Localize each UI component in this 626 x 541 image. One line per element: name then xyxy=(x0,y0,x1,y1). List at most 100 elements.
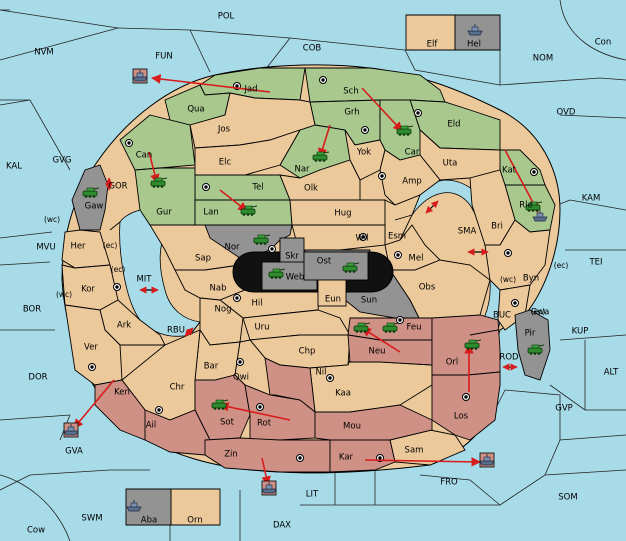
province-label-Neu: Neu xyxy=(369,347,386,357)
inner-sea-label-RBU: RBU xyxy=(167,326,185,336)
province-Byn[interactable] xyxy=(484,219,551,291)
province-label-Ost: Ost xyxy=(317,257,332,267)
army-unit-icon-Ost[interactable] xyxy=(342,262,360,273)
coast-label: (ec) xyxy=(111,265,126,274)
sea-label-LIT: LIT xyxy=(306,490,319,500)
order-arrow xyxy=(504,149,539,213)
province-label-Wil: Wil xyxy=(356,234,369,244)
province-label-Hil: Hil xyxy=(251,299,262,309)
province-label-Car: Car xyxy=(405,148,420,158)
province-label-Kaa: Kaa xyxy=(335,389,351,399)
province-label-Qua: Qua xyxy=(187,105,204,115)
coast-label: (wc) xyxy=(56,290,72,299)
province-label-Sam: Sam xyxy=(405,446,424,456)
province-label-Ver: Ver xyxy=(84,343,98,353)
province-label-Aba: Aba xyxy=(141,516,157,526)
order-arrows xyxy=(73,74,539,486)
fleet-unit-icon-GVA[interactable] xyxy=(63,422,79,438)
province-label-Rot: Rot xyxy=(257,419,272,429)
province-label-Olk: Olk xyxy=(304,184,318,194)
province-Aba[interactable] xyxy=(125,488,172,526)
fleet-unit-icon-LIT[interactable] xyxy=(261,480,277,496)
province-label-Los: Los xyxy=(454,412,469,422)
units-layer xyxy=(63,24,548,512)
army-unit-icon-Nar[interactable] xyxy=(312,151,330,162)
army-unit-icon-Feu[interactable] xyxy=(353,322,371,333)
army-unit-icon-Orl[interactable] xyxy=(464,339,482,350)
province-label-Yok: Yok xyxy=(356,148,371,158)
passage-markers xyxy=(105,177,518,371)
province-label-Qwi: Qwi xyxy=(233,373,249,383)
province-label-Eld: Eld xyxy=(447,120,460,130)
province-label-Kor: Kor xyxy=(81,285,95,295)
province-Los[interactable] xyxy=(431,371,501,441)
province-label-Web: Web xyxy=(286,273,305,283)
province-Ver[interactable] xyxy=(64,304,123,386)
army-unit-icon-Sot[interactable] xyxy=(211,399,229,410)
province-label-Jad: Jad xyxy=(243,85,257,95)
army-unit-icon-Car[interactable] xyxy=(396,125,414,136)
province-label-Bri: Bri xyxy=(491,222,503,232)
army-unit-icon-Web[interactable] xyxy=(268,268,286,279)
fleet-unit-icon-Rle[interactable] xyxy=(532,210,548,222)
province-label-Esm: Esm xyxy=(388,232,406,242)
province-label-Zin: Zin xyxy=(224,450,238,460)
sea-label-Cow: Cow xyxy=(27,526,45,536)
province-label-Uru: Uru xyxy=(254,323,269,333)
province-Elc[interactable] xyxy=(194,129,301,176)
province-label-Rle: Rle xyxy=(519,201,533,211)
province-label-Nar: Nar xyxy=(294,165,310,175)
army-unit-icon-Nor[interactable] xyxy=(253,234,271,245)
army-unit-icon-Kat[interactable] xyxy=(525,201,543,212)
province-label-Her: Her xyxy=(70,242,86,252)
sea-label-GVG: GVG xyxy=(53,156,72,166)
inner-sea-label-SMA: SMA xyxy=(458,227,477,237)
fleet-unit-icon-FRO[interactable] xyxy=(479,452,495,468)
order-arrow xyxy=(361,87,403,132)
order-arrow xyxy=(361,327,401,353)
sea-label-OVD: OVD xyxy=(557,108,576,118)
sea-label-Con: Con xyxy=(595,38,612,48)
province-Skr-cell xyxy=(279,237,305,267)
coast-label: (ec) xyxy=(554,261,569,270)
sea-label-SWM: SWM xyxy=(81,514,102,524)
sea-label-SOM: SOM xyxy=(558,493,577,503)
army-unit-icon-Sun[interactable] xyxy=(382,322,400,333)
province-Mou[interactable] xyxy=(314,404,433,441)
province-label-Nog: Nog xyxy=(215,305,232,315)
army-unit-icon-Pir[interactable] xyxy=(527,344,545,355)
sea-label-NVM: NVM xyxy=(34,48,54,58)
province-Gwa[interactable] xyxy=(497,284,531,331)
army-unit-icon-Gur[interactable] xyxy=(150,177,168,188)
province-label-Orn: Orn xyxy=(187,516,202,526)
province-label-Grh: Grh xyxy=(344,108,359,118)
province-label-Bar: Bar xyxy=(204,362,219,372)
sea-label-GVP: GVP xyxy=(555,404,573,414)
sea-label-FRO: FRO xyxy=(440,478,458,488)
province-Kar[interactable] xyxy=(329,439,396,473)
sea-label-TEI: TEI xyxy=(588,258,602,268)
province-label-Byn: Byn xyxy=(523,274,539,284)
order-arrow xyxy=(261,457,271,486)
sea-label-BOR: BOR xyxy=(23,305,41,315)
fleet-unit-icon-FUN[interactable] xyxy=(132,68,148,84)
inner-sea-label-BUC: BUC xyxy=(493,311,511,321)
order-arrow xyxy=(219,189,248,212)
province-label-Amp: Amp xyxy=(402,177,422,187)
province-label-Ark: Ark xyxy=(117,321,131,331)
sea-label-KAM: KAM xyxy=(582,194,601,204)
fleet-unit-icon-Hel[interactable] xyxy=(467,24,483,36)
province-label-Lan: Lan xyxy=(203,208,218,218)
order-arrow xyxy=(364,457,481,467)
coast-label: (ec) xyxy=(103,241,118,250)
province-label-Gur: Gur xyxy=(156,208,172,218)
province-label-Chr: Chr xyxy=(170,383,185,393)
order-arrow xyxy=(219,402,291,421)
army-unit-icon-Lan[interactable] xyxy=(240,205,258,216)
province-label-Sot: Sot xyxy=(220,418,235,428)
army-unit-icon-Gaw[interactable] xyxy=(82,187,100,198)
fleet-unit-icon-Aba[interactable] xyxy=(126,500,142,512)
province-label-Ail: Ail xyxy=(146,421,157,431)
